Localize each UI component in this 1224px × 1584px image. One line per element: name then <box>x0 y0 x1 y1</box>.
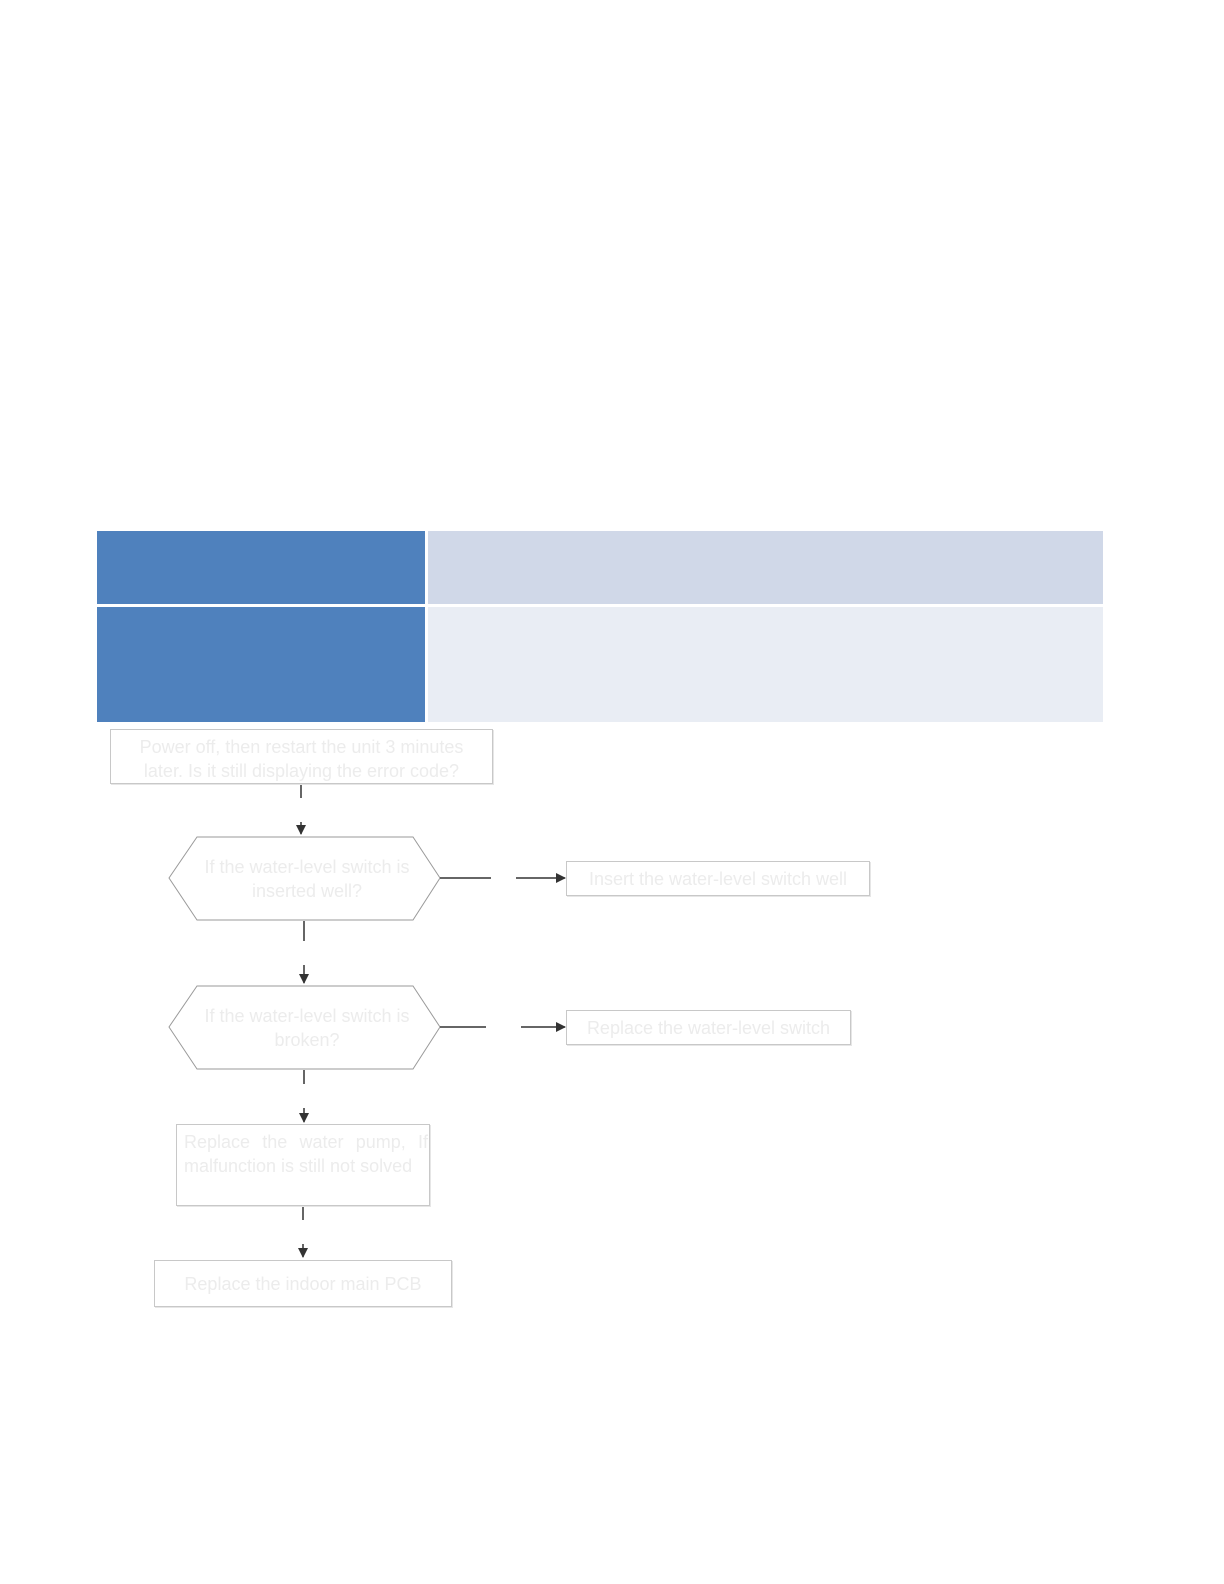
decision-1-label: If the water-level switch is inserted we… <box>195 855 419 903</box>
action-1-box: Insert the water-level switch well <box>566 861 870 896</box>
table-header-left-cell <box>97 531 425 604</box>
start-box-text: Power off, then restart the unit 3 minut… <box>139 737 464 781</box>
decision-2-label: If the water-level switch is broken? <box>195 1004 419 1052</box>
table-row-right-cell <box>428 607 1103 722</box>
action-2-box: Replace the water-level switch <box>566 1010 851 1045</box>
pump-step-text: Replace the water pump, If malfunction i… <box>184 1132 428 1176</box>
decision-2-text: If the water-level switch is broken? <box>204 1006 410 1050</box>
table-row-left-cell <box>97 607 425 722</box>
decision-2-shape <box>168 985 441 1070</box>
decision-1-text: If the water-level switch is inserted we… <box>204 857 410 901</box>
start-box: Power off, then restart the unit 3 minut… <box>110 729 493 784</box>
final-box-text: Replace the indoor main PCB <box>184 1274 422 1294</box>
table-header-right-cell <box>428 531 1103 604</box>
decision-1-shape <box>168 836 441 921</box>
final-box: Replace the indoor main PCB <box>154 1260 452 1307</box>
pump-step-box: Replace the water pump, If malfunction i… <box>176 1124 430 1206</box>
action-1-text: Insert the water-level switch well <box>588 869 848 889</box>
action-2-text: Replace the water-level switch <box>586 1018 831 1038</box>
